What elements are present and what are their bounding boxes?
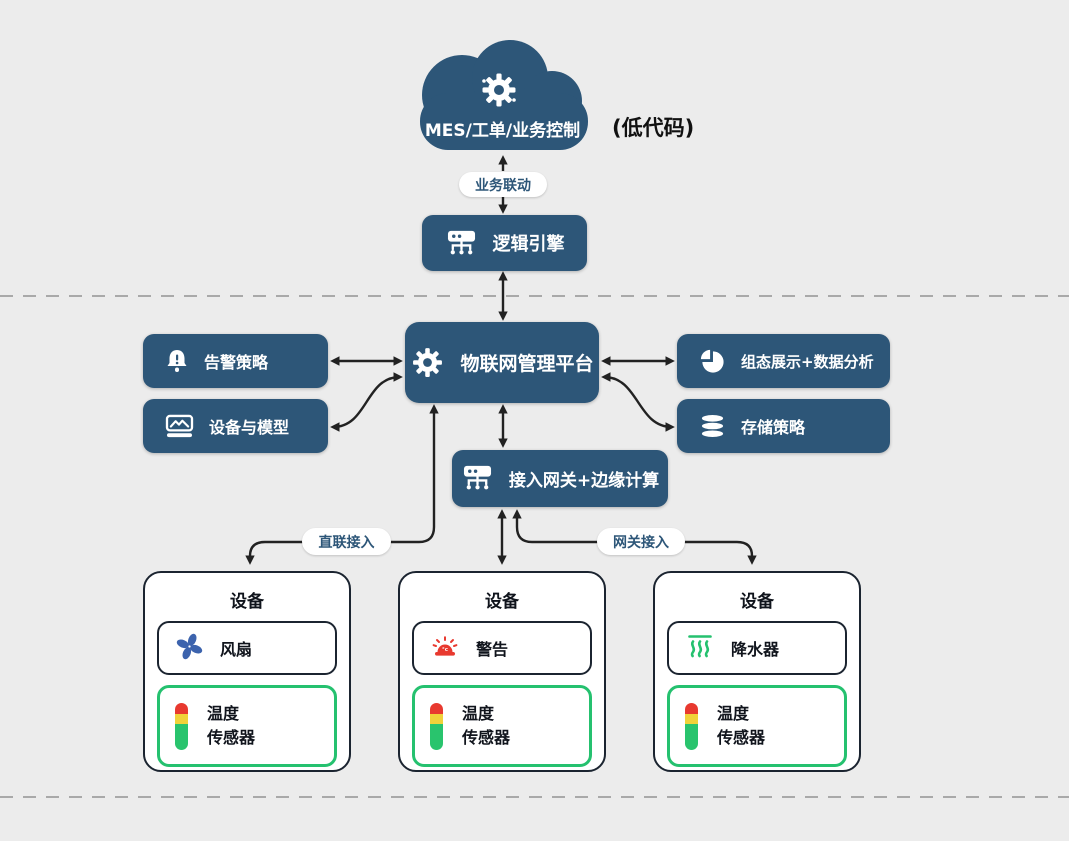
- temperature-bar-icon: [685, 702, 698, 750]
- device-title: 设备: [740, 592, 774, 612]
- actuator-box-alarm: °c 警告: [412, 621, 592, 675]
- node-scada-analytics: 组态展示+数据分析: [677, 334, 890, 388]
- pill-business-link: 业务联动: [459, 172, 547, 197]
- arrow-platform-storage: [601, 372, 675, 432]
- pill-gateway-access: 网关接入: [597, 528, 685, 555]
- sensor-label-line1: 温度: [717, 704, 750, 723]
- pie-chart-icon: [699, 348, 726, 375]
- arrow-platform-device-model: [330, 372, 403, 432]
- temperature-bar-icon: [430, 702, 443, 750]
- actuator-box-fan: 风扇: [157, 621, 337, 675]
- actuator-label: 降水器: [731, 640, 780, 659]
- flow-branch-icon: [445, 229, 478, 258]
- flow-branch-icon: [461, 464, 494, 493]
- actuator-label: 风扇: [220, 640, 253, 659]
- device-title: 设备: [485, 592, 519, 612]
- sensor-label-line1: 温度: [462, 704, 495, 723]
- siren-alarm-icon: °c: [431, 633, 459, 663]
- node-logic-engine: 逻辑引擎: [422, 215, 587, 271]
- actuator-box-humidifier: 降水器: [667, 621, 847, 675]
- gear-icon: [482, 73, 516, 107]
- node-label: 设备与模型: [209, 418, 290, 437]
- actuator-label: 警告: [476, 640, 509, 659]
- sensor-label-line2: 传感器: [462, 728, 511, 747]
- sensor-label-line1: 温度: [207, 704, 240, 723]
- node-gateway-edge: 接入网关+边缘计算: [452, 450, 668, 507]
- siren-icon-text: °c: [442, 647, 448, 653]
- database-icon: [699, 414, 726, 439]
- device-model-icon: [165, 414, 194, 439]
- node-label: 告警策略: [204, 353, 269, 372]
- cloud-node-mes: MES/工单/业务控制: [400, 33, 605, 153]
- node-label: 组态展示+数据分析: [741, 352, 874, 371]
- node-iot-platform: 物联网管理平台: [405, 322, 599, 403]
- sensor-box-temperature: 温度 传感器: [412, 685, 592, 767]
- device-card-2: 设备 °c 警告 温度 传感器: [398, 571, 606, 772]
- node-storage-policy: 存储策略: [677, 399, 890, 453]
- device-card-3: 设备 降水器 温度 传感器: [653, 571, 861, 772]
- device-card-1: 设备 风扇 温度 传感器: [143, 571, 351, 772]
- cloud-label: MES/工单/业务控制: [424, 121, 581, 141]
- pill-direct-access: 直联接入: [302, 528, 391, 555]
- temperature-bar-icon: [175, 702, 188, 750]
- steam-icon: [686, 633, 714, 663]
- alarm-bell-icon: [165, 348, 189, 374]
- node-alarm-policy: 告警策略: [143, 334, 328, 388]
- sensor-box-temperature: 温度 传感器: [667, 685, 847, 767]
- sensor-label-line2: 传感器: [717, 728, 766, 747]
- node-label: 接入网关+边缘计算: [508, 471, 660, 491]
- low-code-annotation: (低代码): [612, 116, 695, 140]
- sensor-label-line2: 传感器: [207, 728, 256, 747]
- device-title: 设备: [230, 592, 264, 612]
- node-label: 存储策略: [741, 418, 806, 437]
- node-label: 逻辑引擎: [492, 234, 565, 255]
- gear-icon: [410, 345, 445, 380]
- fan-icon: [176, 633, 203, 664]
- sensor-box-temperature: 温度 传感器: [157, 685, 337, 767]
- node-device-model: 设备与模型: [143, 399, 328, 453]
- node-label: 物联网管理平台: [460, 353, 594, 375]
